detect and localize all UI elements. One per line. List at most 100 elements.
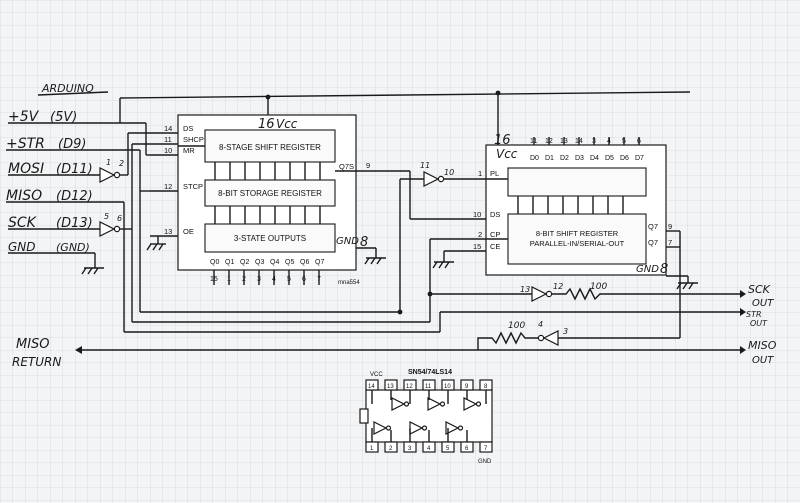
str-out-line2: OUT [750, 319, 768, 328]
sck-buf-out-pin: 12 [553, 282, 563, 291]
hc165-vcc-label: Vcc [496, 147, 518, 161]
hc165-pin-num: 9 [668, 222, 672, 231]
hc165-pin-num: 15 [473, 242, 481, 251]
ls14-gnd: GND [478, 459, 492, 465]
pin-miso-name: MISO [6, 188, 42, 204]
hc595-vcc-pin: 16 [258, 117, 275, 132]
hc595-pin-num: 12 [164, 182, 172, 191]
hc595-output-pin: 3 [257, 276, 261, 283]
arduino-section: ARDUINO +5V (5V) +STR (D9) MOSI (D11) MI… [6, 82, 109, 275]
str-out-line1: STR [746, 310, 762, 319]
hc165-pin-name: Q7 [648, 238, 658, 247]
hc165-block-line2: PARALLEL-IN/SERIAL-OUT [530, 239, 625, 248]
hc595-output-pin: 5 [287, 276, 291, 283]
hc165-ground-icon [666, 275, 698, 290]
hc595-pin-name: SHCP [183, 135, 204, 144]
hc595-left-pins: 14 DS 11 SHCP 10 MR 12 STCP 13 OE [150, 124, 204, 237]
hc595-output-pin: 7 [317, 276, 321, 283]
hc595-output-block: 3-STATE OUTPUTS [234, 234, 306, 243]
miso-out-path: 3 4 100 [75, 231, 746, 354]
hc595-ground-icon [356, 247, 386, 265]
hc595-output-pin: 6 [302, 276, 306, 283]
resistor-miso-value: 100 [508, 321, 525, 331]
ls14-pin: 6 [465, 446, 469, 452]
hc165-pin-name: PL [490, 169, 499, 178]
hc165-inputs: D0 D1 D2 D3 D4 D5 D6 D7 11 12 13 14 3 4 … [530, 137, 644, 162]
arduino-title: ARDUINO [41, 82, 94, 95]
hc595-output-pin: 1 [227, 276, 231, 283]
miso-out-line1: MISO [748, 339, 777, 352]
left-wiring [90, 122, 440, 333]
hc165-input: D3 [575, 155, 584, 162]
sck-inv-in-pin: 5 [104, 212, 109, 221]
hc165-pin-name: CE [490, 242, 500, 251]
sck-buf-in-pin: 13 [520, 285, 530, 294]
miso-inv-in-pin: 3 [563, 327, 568, 336]
miso-return-line1: MISO [16, 337, 50, 352]
str-inverter: 11 10 [356, 161, 466, 322]
output-labels: SCK OUT STR OUT MISO OUT MISO RETURN [12, 283, 777, 369]
hc595-pin-num: 10 [164, 146, 172, 155]
miso-inv-out-pin: 4 [538, 320, 543, 329]
hc165-input: D2 [560, 155, 569, 162]
mosi-inverter: 1 2 [99, 158, 128, 183]
ce-ground-icon [432, 250, 466, 269]
sck-out-buffer: 13 12 100 [430, 282, 746, 302]
pin-gnd-label: (GND) [56, 241, 90, 254]
mosi-inv-out-pin: 2 [119, 159, 124, 168]
miso-return-line2: RETURN [12, 355, 61, 369]
hc165-pin-name: Q7 [648, 222, 658, 231]
hc165-pin-name: DS [490, 210, 500, 219]
ls14-pin: 7 [484, 446, 488, 452]
pin-str-label: (D9) [58, 137, 86, 152]
pin-5v-name: +5V [8, 109, 40, 125]
ls14-bottom-pins: 1 2 3 4 5 6 7 [365, 441, 493, 453]
hc165-pin-num: 1 [478, 169, 482, 178]
ls14-pin: 1 [370, 446, 374, 452]
pin-mosi-name: MOSI [8, 161, 44, 177]
ls14-pin: 8 [484, 384, 488, 390]
miso-out-line2: OUT [752, 355, 774, 366]
hc595-vcc-label: Vcc [276, 117, 298, 131]
hc165-gnd-label: GND [636, 264, 659, 275]
hc595-bus-lines [214, 162, 321, 224]
hc595-output: Q6 [300, 259, 309, 266]
hc595-gnd-pin: 8 [360, 235, 368, 250]
pin-gnd-name: GND [8, 240, 36, 254]
chip-74hc595: 16 Vcc 14 DS 11 SHCP 10 MR 12 STCP 13 OE… [150, 114, 386, 286]
resistor-sck-value: 100 [590, 282, 607, 292]
ls14-pin: 5 [446, 446, 450, 452]
hc595-q7s-pin: 9 [366, 161, 370, 170]
hc595-pin-name: STCP [183, 182, 203, 191]
hc595-pin-name: OE [183, 227, 194, 236]
hc165-vcc-pin: 16 [494, 133, 511, 148]
hc595-output: Q5 [285, 259, 294, 266]
pin-sck-name: SCK [8, 215, 38, 231]
hc165-input: D5 [605, 155, 614, 162]
hc165-input: D7 [635, 155, 644, 162]
hc595-output: Q2 [240, 259, 249, 266]
str-inv-out-pin: 10 [444, 168, 454, 177]
hc595-outputs: Q0 Q1 Q2 Q3 Q4 Q5 Q6 Q7 15 1 2 3 4 5 6 7 [210, 259, 324, 285]
hc595-pin-name: DS [183, 124, 193, 133]
hc165-input: D4 [590, 155, 599, 162]
ls14-pin: 11 [425, 384, 432, 390]
hc595-gnd-label: GND [336, 236, 359, 247]
hc595-pin-num: 14 [164, 124, 172, 133]
sck-out-line1: SCK [748, 283, 771, 296]
str-inv-in-pin: 11 [420, 161, 430, 170]
hc165-pin-num: 10 [473, 210, 481, 219]
ls14-pin: 9 [465, 384, 469, 390]
hc165-pin-num: 7 [668, 238, 672, 247]
hc595-output: Q7 [315, 259, 324, 266]
hc595-q7s-label: Q7S [339, 162, 354, 171]
hc595-output: Q3 [255, 259, 264, 266]
hc595-output: Q1 [225, 259, 234, 266]
hc165-block-line1: 8-BIT SHIFT REGISTER [536, 229, 619, 238]
hc595-output: Q0 [210, 259, 219, 266]
pin-mosi-label: (D11) [56, 162, 93, 177]
hc165-input: D0 [530, 155, 539, 162]
hc595-ref: mna554 [338, 280, 360, 286]
hc165-pin-num: 2 [478, 230, 482, 239]
chip-74hc165: 16 Vcc D0 D1 D2 D3 D4 D5 D6 D7 11 12 13 … [432, 133, 698, 290]
